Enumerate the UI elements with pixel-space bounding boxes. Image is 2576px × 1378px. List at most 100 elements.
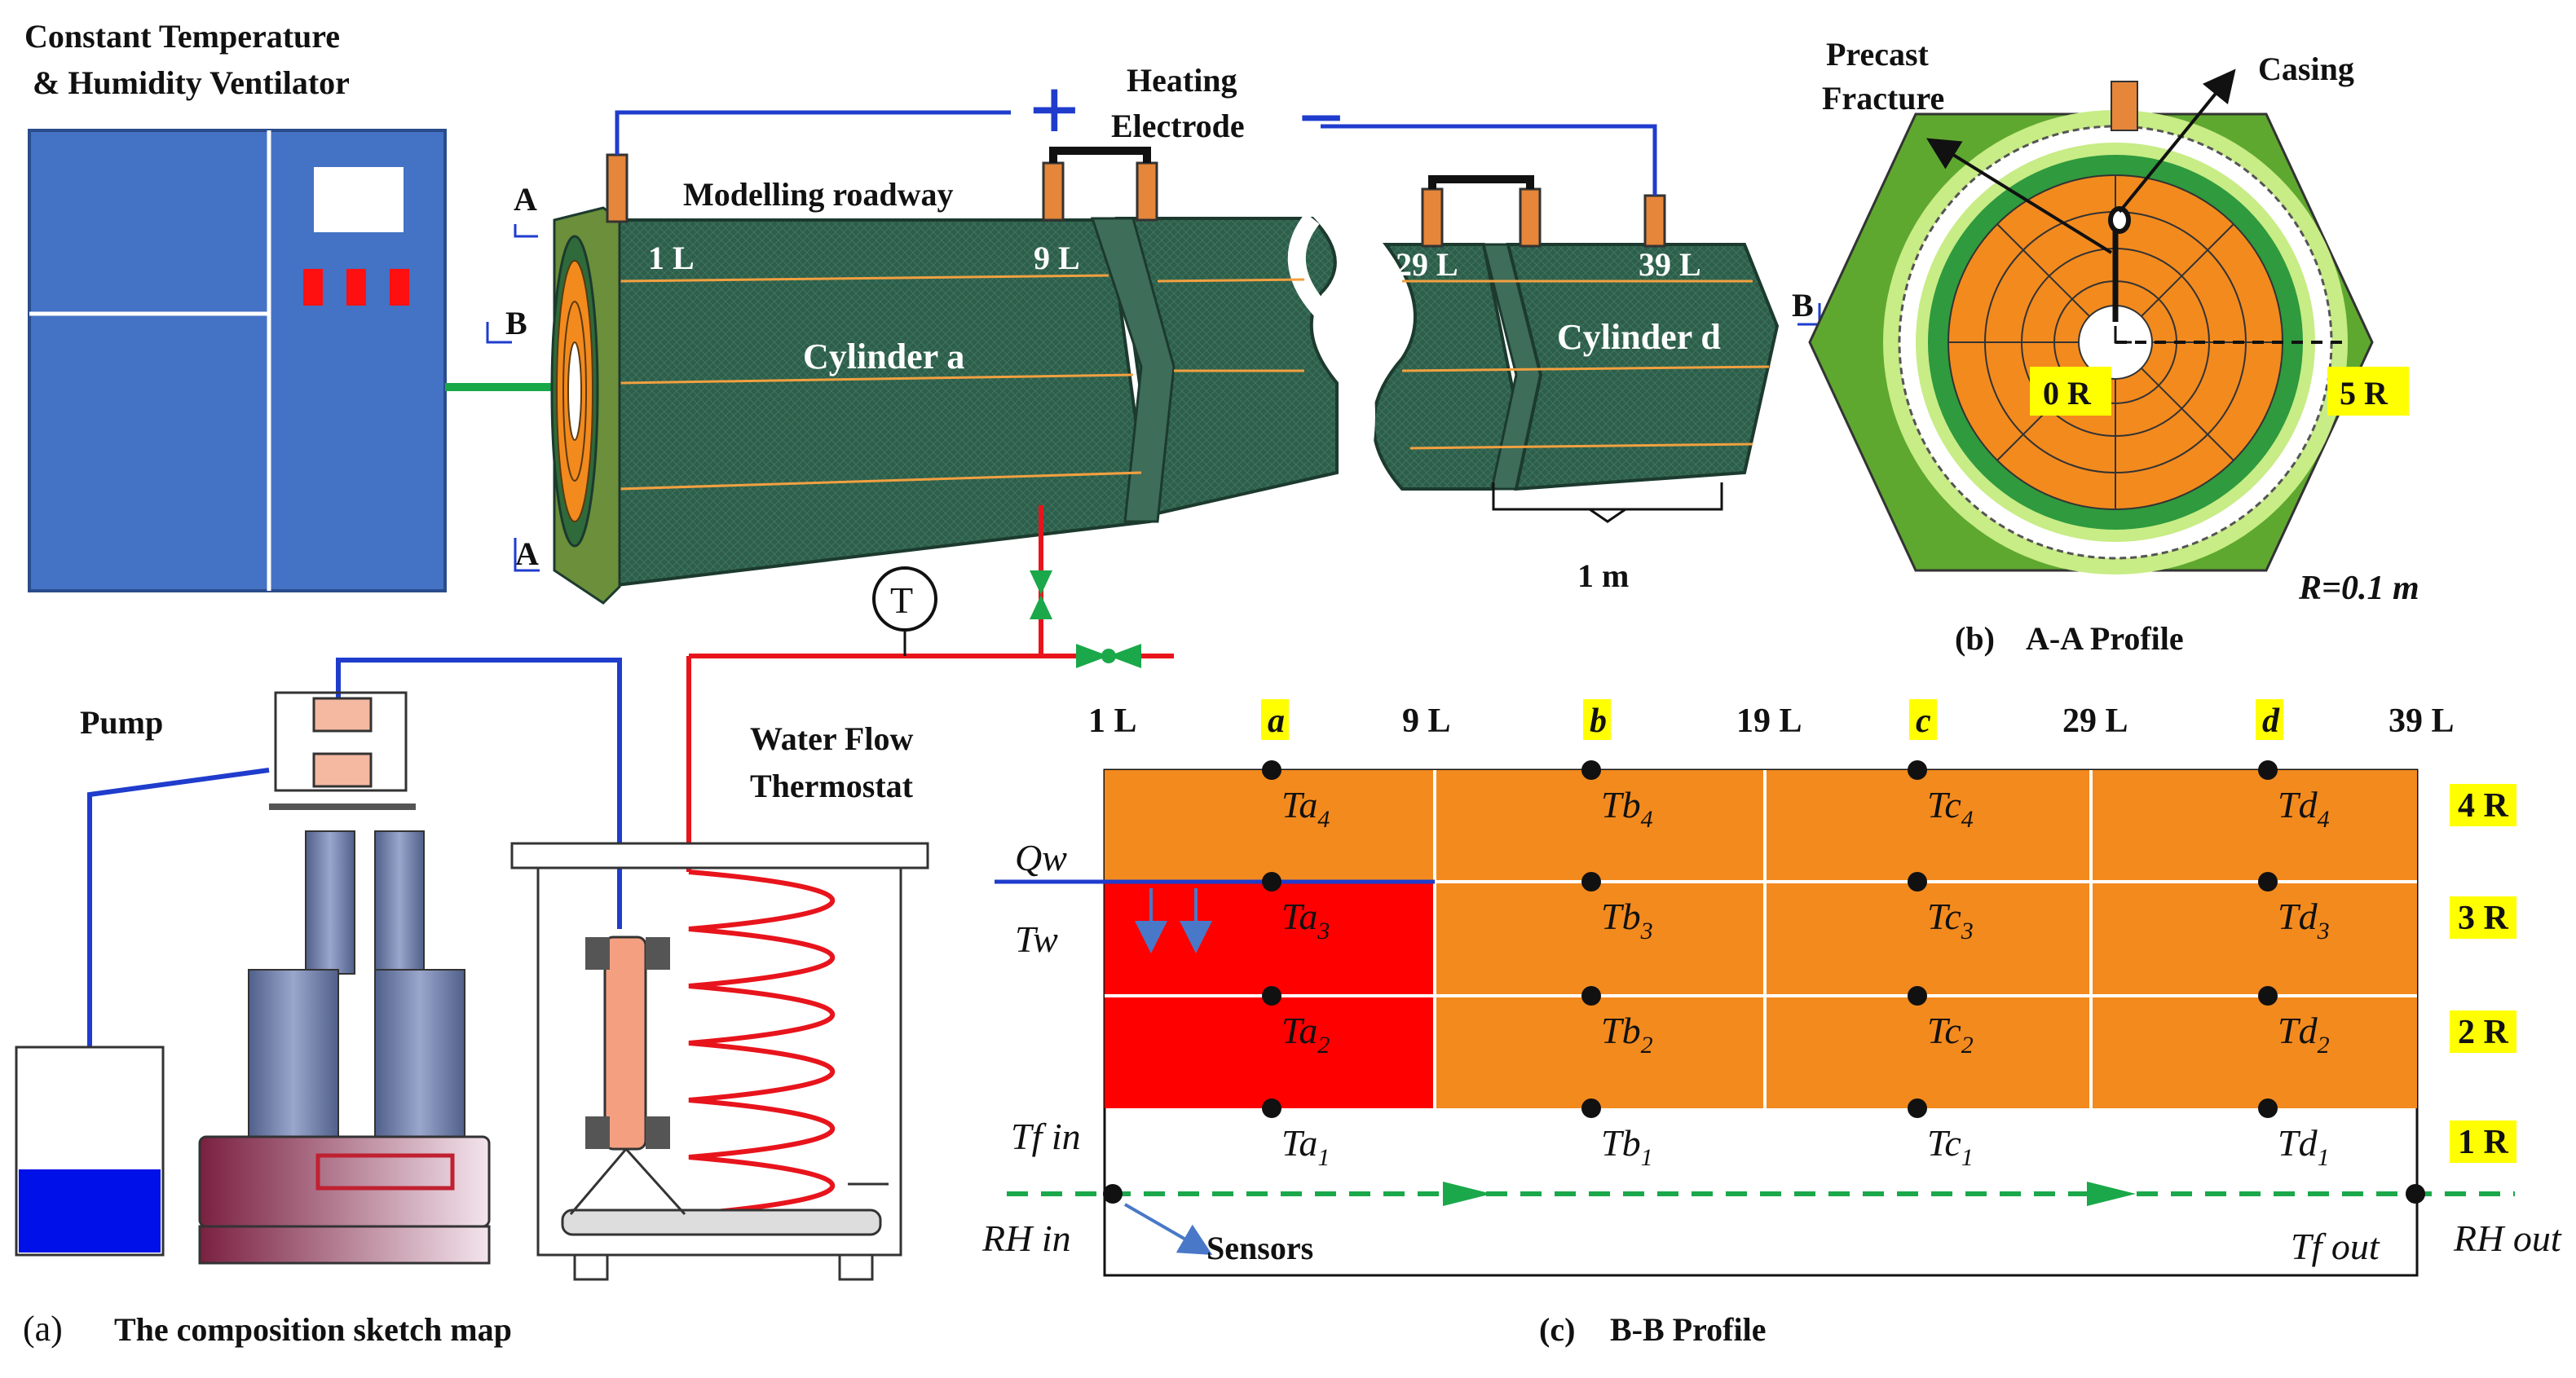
pump-valve	[312, 752, 373, 788]
tw-label: Tw	[1015, 918, 1058, 960]
pump-valve	[312, 697, 373, 733]
heating-coil	[688, 870, 835, 1217]
cylinder-c-body	[1372, 243, 1519, 491]
length-mark: 9 L	[1034, 240, 1080, 276]
precast-label-line2: Fracture	[1822, 80, 1944, 117]
length-tick: 9 L	[1402, 702, 1451, 740]
sensor-dot	[2258, 872, 2278, 892]
sensor-label: Tc2	[1927, 1010, 1974, 1059]
cylinder-d-body	[1506, 243, 1780, 491]
sensor-label: Ta4	[1281, 784, 1330, 833]
sensor-dot	[1581, 760, 1601, 780]
electrode-wire	[615, 110, 1011, 155]
electrode	[1519, 187, 1542, 248]
tfin-label: Tf in	[1011, 1116, 1081, 1157]
ventilator-title-line2: & Humidity Ventilator	[33, 64, 350, 101]
radius-highlight	[2327, 367, 2409, 416]
caption-a-tag: (a)	[23, 1309, 63, 1349]
sensor-dot	[1103, 1184, 1123, 1204]
radius-tick-highlight	[2450, 784, 2516, 826]
sensor-dot	[1581, 872, 1601, 892]
qw-label: Qw	[1015, 837, 1067, 878]
cylinder-tag: d	[2262, 702, 2280, 740]
sensor-dot	[1908, 1098, 1927, 1118]
pump-assembly: Pump	[15, 658, 622, 1265]
sensor-label: Td4	[2278, 784, 2330, 833]
heating-electrode-line1: Heating	[1127, 62, 1237, 99]
caption-b-text: A-A Profile	[2026, 620, 2184, 657]
aa-profile: Precast Fracture Casing 0 R 5 R R=0.1 m …	[1808, 36, 2419, 657]
minus-sign: −	[1298, 73, 1344, 163]
sensor-label: Ta3	[1281, 896, 1330, 944]
cylinder-tag: b	[1590, 702, 1607, 740]
length-tick: 1 L	[1088, 702, 1137, 740]
ventilator-button	[346, 269, 366, 306]
sensor-dot	[1262, 872, 1281, 892]
length-mark: 29 L	[1396, 246, 1458, 283]
sensor-dot	[1262, 1098, 1281, 1118]
cylinder-tag-highlight	[1583, 699, 1611, 740]
section-marker-a: A	[515, 535, 539, 572]
sensor-dot	[1908, 986, 1927, 1006]
water-flow-line2: Thermostat	[750, 768, 914, 804]
water-flow-thermostat	[510, 842, 929, 1281]
water-flow-line1: Water Flow	[750, 720, 913, 757]
pump-cylinder	[248, 969, 339, 1142]
heating-electrode-line2: Electrode	[1111, 108, 1245, 144]
sensor-dot	[1581, 1098, 1601, 1118]
sensor-dot	[2258, 1098, 2278, 1118]
sensor-label: Td1	[2278, 1122, 2330, 1171]
electrode	[606, 153, 629, 223]
ventilator-title-line1: Constant Temperature	[24, 18, 340, 55]
cylinder-tag: a	[1268, 702, 1285, 740]
radius-5r: 5 R	[2340, 375, 2389, 412]
bb-profile: Sensors Qw Tw Tf in RH in Tf out RH out …	[981, 699, 2562, 1348]
pump-cylinder	[374, 969, 465, 1142]
sensor-dot	[1262, 760, 1281, 780]
section-marker-a: A	[514, 181, 537, 218]
radius-note: R=0.1 m	[2298, 570, 2419, 607]
cylinder-tag-highlight	[1909, 699, 1937, 740]
sensor-dot	[1262, 986, 1281, 1006]
sensor-label: Td3	[2278, 896, 2330, 944]
scale-bracket	[1492, 482, 1723, 511]
precast-label-line1: Precast	[1826, 36, 1930, 73]
sensor-label: Tb3	[1601, 896, 1653, 944]
length-tick: 19 L	[1736, 702, 1802, 740]
rhout-label: RH out	[2453, 1217, 2562, 1259]
ventilator-button	[390, 269, 409, 306]
rhin-label: RH in	[981, 1217, 1071, 1259]
caption-c-tag: (c)	[1539, 1311, 1575, 1348]
sensor-label: Tc4	[1927, 784, 1974, 833]
sensor-dot	[2406, 1184, 2425, 1204]
radius-tick-highlight	[2450, 1010, 2516, 1053]
caption-a-text: The composition sketch map	[114, 1311, 512, 1348]
sensor-label: Ta1	[1281, 1122, 1330, 1171]
radius-0r: 0 R	[2043, 375, 2092, 412]
length-tick: 29 L	[2062, 702, 2128, 740]
length-mark: 39 L	[1639, 246, 1701, 283]
cylinder-tag-highlight	[1261, 699, 1289, 740]
modelling-roadway-label: Modelling roadway	[683, 176, 954, 213]
electrode	[1042, 161, 1065, 222]
electrode	[1643, 194, 1666, 248]
ventilator-display	[314, 167, 404, 232]
caption-c-text: B-B Profile	[1610, 1311, 1766, 1348]
sensor-dot	[2258, 986, 2278, 1006]
sensor-label: Tb4	[1601, 784, 1653, 833]
sensor-dot	[1908, 872, 1927, 892]
cylinder-tag-highlight	[2256, 699, 2283, 740]
sensor-label: Tc1	[1927, 1122, 1974, 1171]
radius-tick: 3 R	[2458, 900, 2509, 937]
axis-break	[1287, 213, 1375, 500]
casing-label: Casing	[2258, 51, 2354, 87]
caption-b-tag: (b)	[1955, 620, 1995, 657]
radius-tick-highlight	[2450, 1120, 2516, 1163]
cylinder-tag: c	[1916, 702, 1931, 740]
sensor-dot	[1581, 986, 1601, 1006]
section-marker-b: B	[505, 305, 527, 341]
length-mark: 1 L	[648, 240, 695, 276]
core-holder	[603, 936, 647, 1151]
modelling-roadway: + − Heating Electrode Modelling roadway …	[486, 60, 1821, 605]
